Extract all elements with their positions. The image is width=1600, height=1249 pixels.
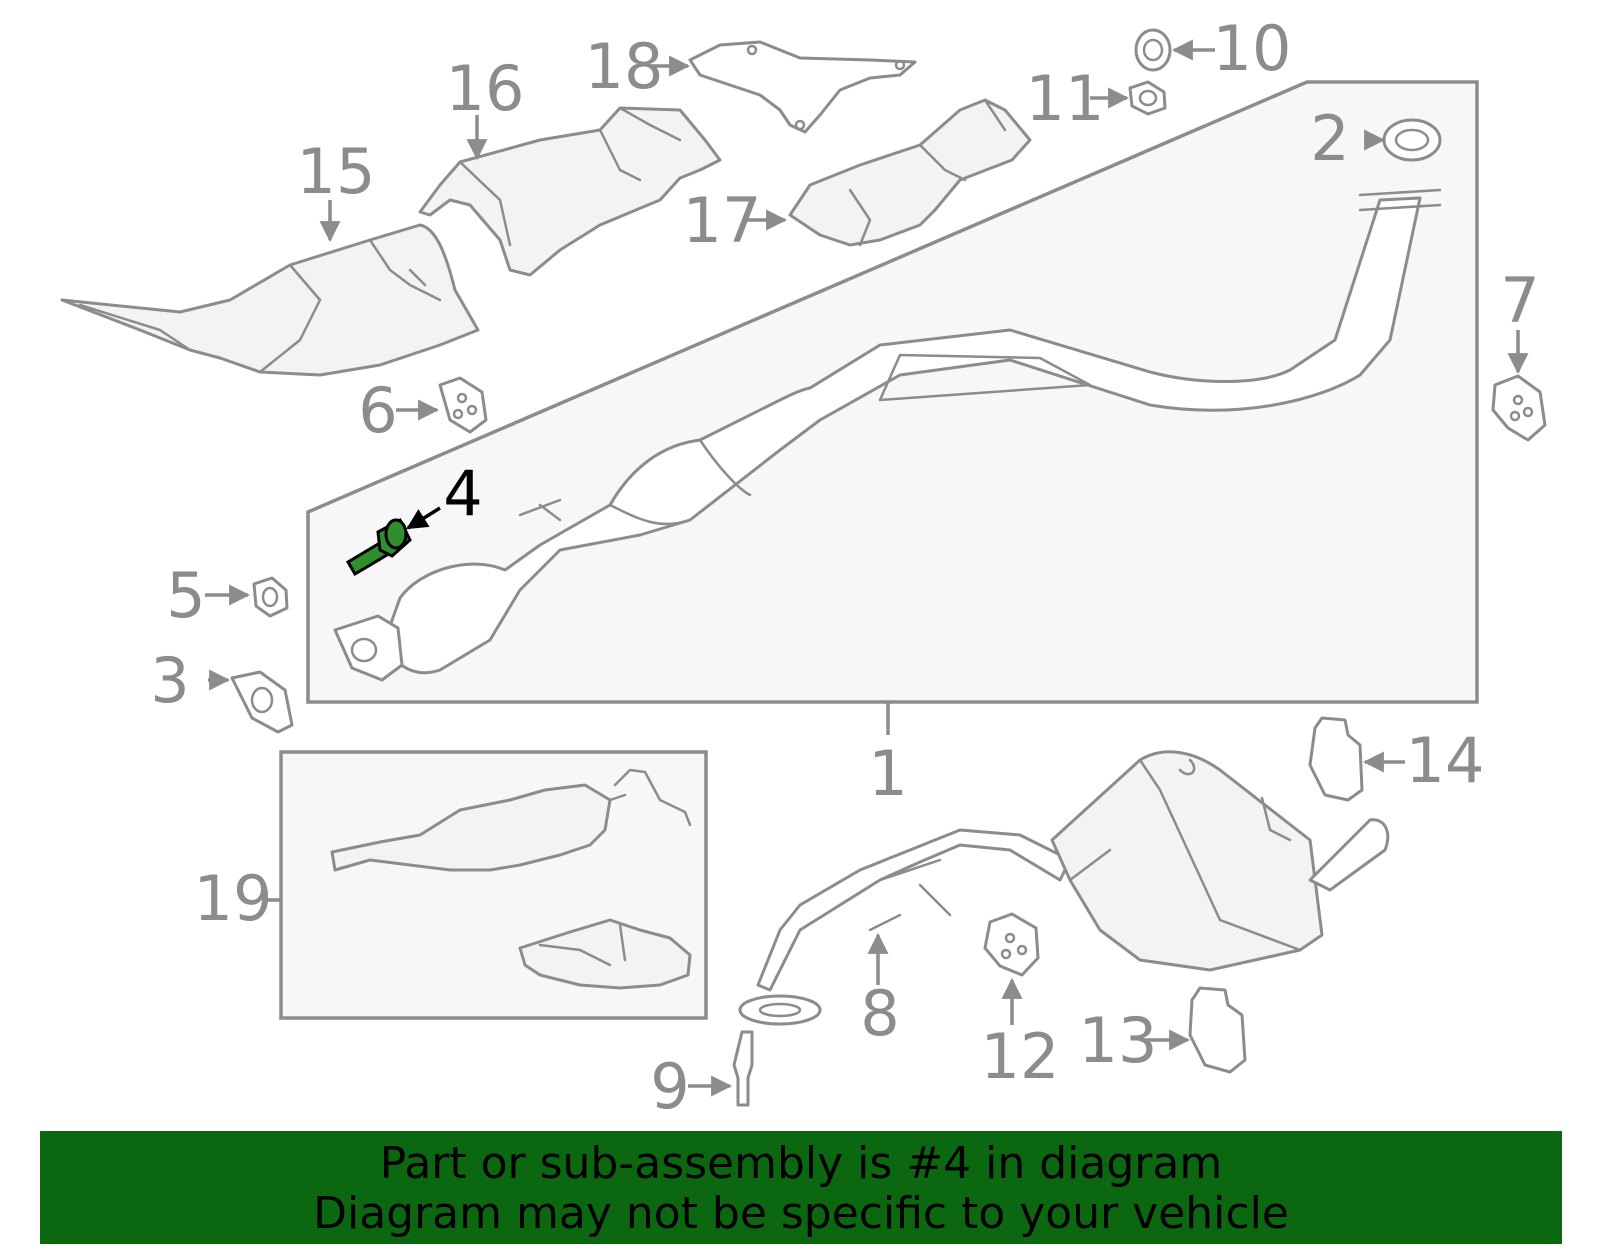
callout-6: 6 — [358, 374, 397, 447]
gasket-3 — [230, 670, 294, 734]
callout-8: 8 — [860, 977, 899, 1050]
callout-2: 2 — [1310, 102, 1349, 175]
callout-12: 12 — [981, 1020, 1060, 1093]
callout-13: 13 — [1079, 1004, 1158, 1077]
leader-4 — [406, 506, 441, 530]
callout-5: 5 — [166, 559, 205, 632]
callout-17: 17 — [683, 184, 762, 257]
callout-15: 15 — [297, 135, 376, 208]
heat-shield-17 — [788, 98, 1032, 247]
nut-5 — [252, 576, 289, 618]
nut-11 — [1128, 80, 1167, 116]
callout-9: 9 — [650, 1050, 689, 1123]
callout-19: 19 — [194, 862, 273, 935]
callout-16: 16 — [446, 52, 525, 125]
info-banner: Part or sub-assembly is #4 in diagram Di… — [40, 1131, 1562, 1244]
callout-7: 7 — [1500, 264, 1539, 337]
rear-muffler — [1050, 750, 1390, 972]
banner-line-2: Diagram may not be specific to your vehi… — [313, 1188, 1289, 1239]
callout-11: 11 — [1026, 62, 1105, 135]
grommet-10 — [1134, 28, 1172, 72]
stud-9 — [732, 1030, 754, 1107]
hanger-12 — [983, 912, 1040, 977]
bracket-18 — [688, 40, 917, 134]
hanger-14 — [1308, 716, 1364, 802]
hanger-6 — [438, 376, 488, 434]
callout-3: 3 — [150, 644, 189, 717]
assembly-box-1 — [306, 80, 1479, 704]
hanger-7 — [1491, 374, 1547, 442]
hanger-13 — [1188, 986, 1247, 1074]
gasket-2 — [1382, 118, 1442, 162]
heat-shield-15 — [60, 223, 480, 377]
callout-1: 1 — [868, 737, 907, 810]
heat-shield-16 — [418, 106, 722, 277]
banner-line-1: Part or sub-assembly is #4 in diagram — [379, 1138, 1223, 1189]
callout-14: 14 — [1406, 724, 1485, 797]
bolt-4 — [345, 517, 412, 577]
exhaust-pipe-assembly — [333, 188, 1442, 682]
heat-shield-set-19 — [330, 768, 692, 990]
callout-18: 18 — [585, 30, 664, 103]
callout-4: 4 — [443, 457, 482, 530]
callout-10: 10 — [1213, 12, 1292, 85]
